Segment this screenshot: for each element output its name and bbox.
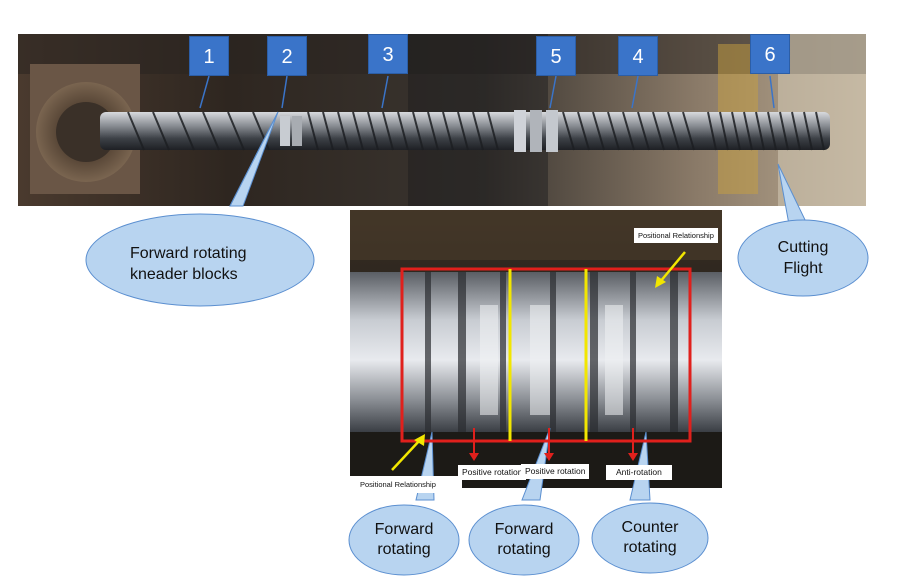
callout-counter-line2: rotating bbox=[623, 539, 676, 556]
label-anti-rotation: Anti-rotation bbox=[606, 465, 672, 480]
callout-cutting-line1: Cutting bbox=[778, 239, 829, 256]
label-positive-rotation-1: Positive rotation bbox=[458, 465, 527, 480]
label-positional-bottom: Positional Relationship bbox=[334, 476, 462, 493]
callout-counter-rotating: Counter rotating bbox=[591, 431, 709, 574]
arrow-red-2 bbox=[544, 428, 554, 461]
callout-fwd2-line1: Forward bbox=[495, 521, 554, 538]
marker-3: 3 bbox=[368, 34, 408, 74]
marker-6: 6 bbox=[750, 34, 790, 74]
marker-2: 2 bbox=[267, 36, 307, 76]
marker-5: 5 bbox=[536, 36, 576, 76]
arrow-positional-top bbox=[655, 251, 686, 288]
callout-cutting-flight: Cutting Flight bbox=[737, 163, 869, 297]
label-positional-top: Positional Relationship bbox=[634, 228, 718, 243]
kneader-photo bbox=[350, 210, 722, 488]
arrow-red-1 bbox=[469, 428, 479, 461]
label-positive-rotation-2: Positive rotation bbox=[521, 464, 590, 479]
arrow-positional-bottom bbox=[391, 434, 425, 471]
callout-forward-rotating-2: Forward rotating bbox=[468, 427, 580, 576]
highlight-box bbox=[400, 267, 692, 443]
arrow-red-3 bbox=[628, 428, 638, 461]
callout-forward-kneader: Forward rotating kneader blocks bbox=[85, 111, 315, 307]
callout-fwd1-line2: rotating bbox=[377, 541, 430, 558]
callout-fwd1-line1: Forward bbox=[375, 521, 434, 538]
callout-forward-kneader-line2: kneader blocks bbox=[130, 266, 238, 283]
callout-forward-kneader-line1: Forward rotating bbox=[130, 245, 247, 262]
callout-fwd2-line2: rotating bbox=[497, 541, 550, 558]
callout-forward-rotating-1: Forward rotating bbox=[348, 431, 460, 576]
marker-4: 4 bbox=[618, 36, 658, 76]
marker-1: 1 bbox=[189, 36, 229, 76]
callout-cutting-line2: Flight bbox=[783, 260, 823, 277]
callout-counter-line1: Counter bbox=[622, 519, 680, 536]
